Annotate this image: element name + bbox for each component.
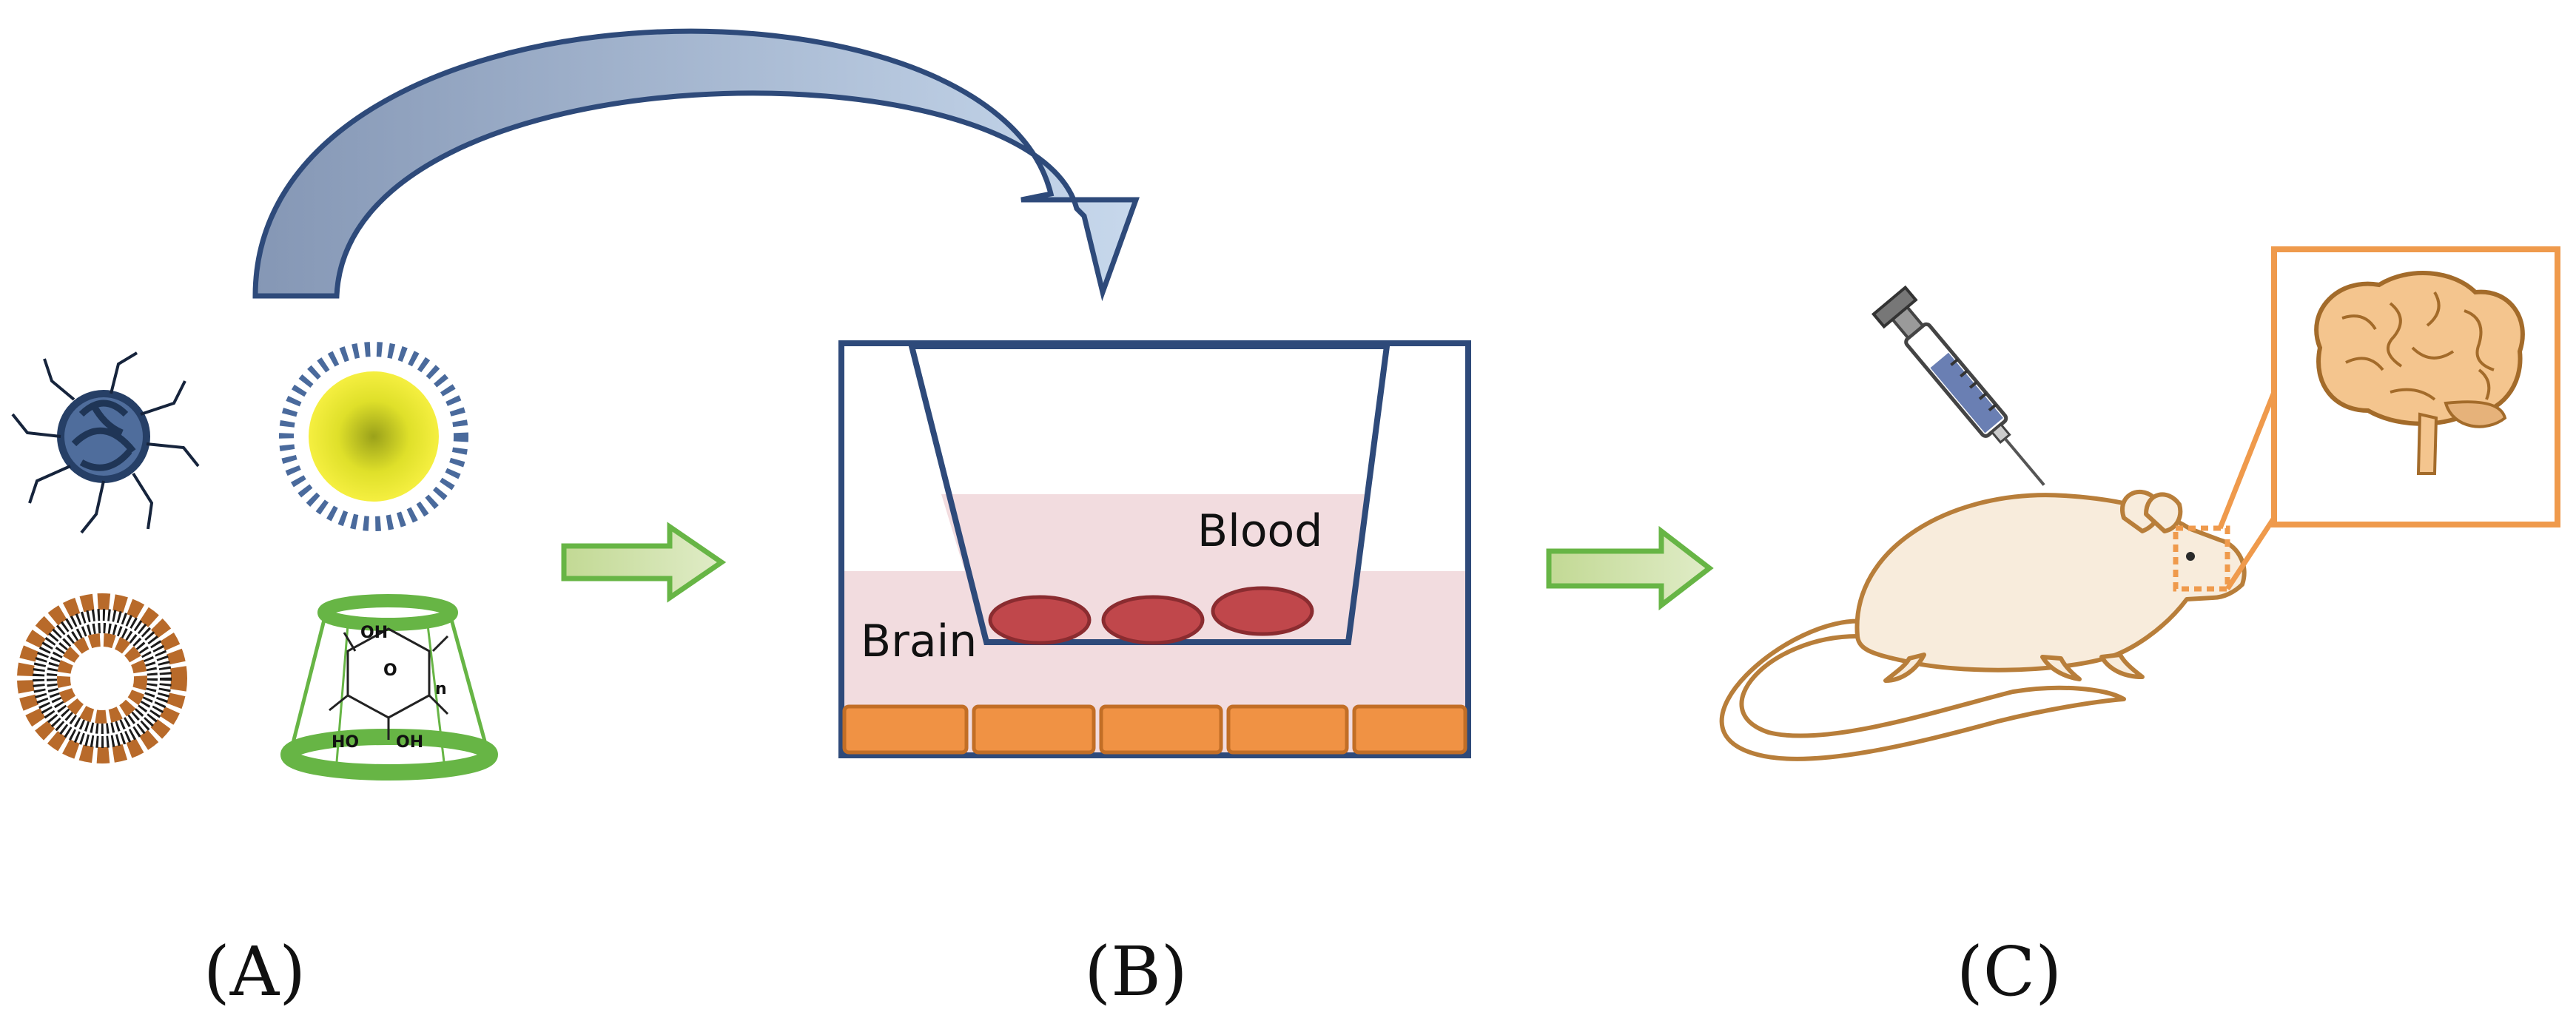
liposome-icon (17, 593, 187, 763)
callout-line-top (2217, 391, 2277, 530)
astrocyte-cell (1099, 704, 1223, 755)
cyclodextrin-icon: OH O n HO OH (280, 594, 498, 781)
cd-oh-bottom-label: OH (396, 733, 423, 752)
blood-label: Blood (1197, 505, 1322, 557)
endothelial-cell (1211, 586, 1314, 636)
panel-c-label: (C) (1957, 932, 2062, 1011)
astrocyte-cell (842, 704, 969, 755)
cd-ho-bottom-label: HO (332, 733, 359, 752)
cd-ring-oxygen-label: O (383, 661, 397, 680)
astrocyte-cell (1352, 704, 1467, 755)
micelle-icon (279, 342, 468, 531)
astrocyte-cell (972, 704, 1096, 755)
cd-n-label: n (435, 680, 447, 698)
panel-a-label: (A) (204, 932, 306, 1011)
head-focus-box (2173, 525, 2230, 592)
panel-b-label: (B) (1084, 932, 1187, 1011)
callout-line-bottom (2225, 516, 2276, 590)
astrocyte-cell (1226, 704, 1349, 755)
syringe-icon (1871, 285, 2045, 486)
brain-label: Brain (861, 616, 977, 667)
dendrimer-icon (11, 351, 200, 534)
arrow-b-to-c-icon (1546, 525, 1714, 611)
arrow-a-to-b-icon (561, 522, 727, 603)
transwell-model: Blood Brain (838, 340, 1471, 758)
mouse-icon (1719, 489, 2247, 761)
endothelial-cell (1101, 595, 1205, 645)
brain-icon (2314, 271, 2525, 475)
curved-arrow-icon (252, 28, 1140, 302)
endothelial-cell (988, 595, 1092, 645)
cd-oh-top-label: OH (360, 624, 388, 642)
